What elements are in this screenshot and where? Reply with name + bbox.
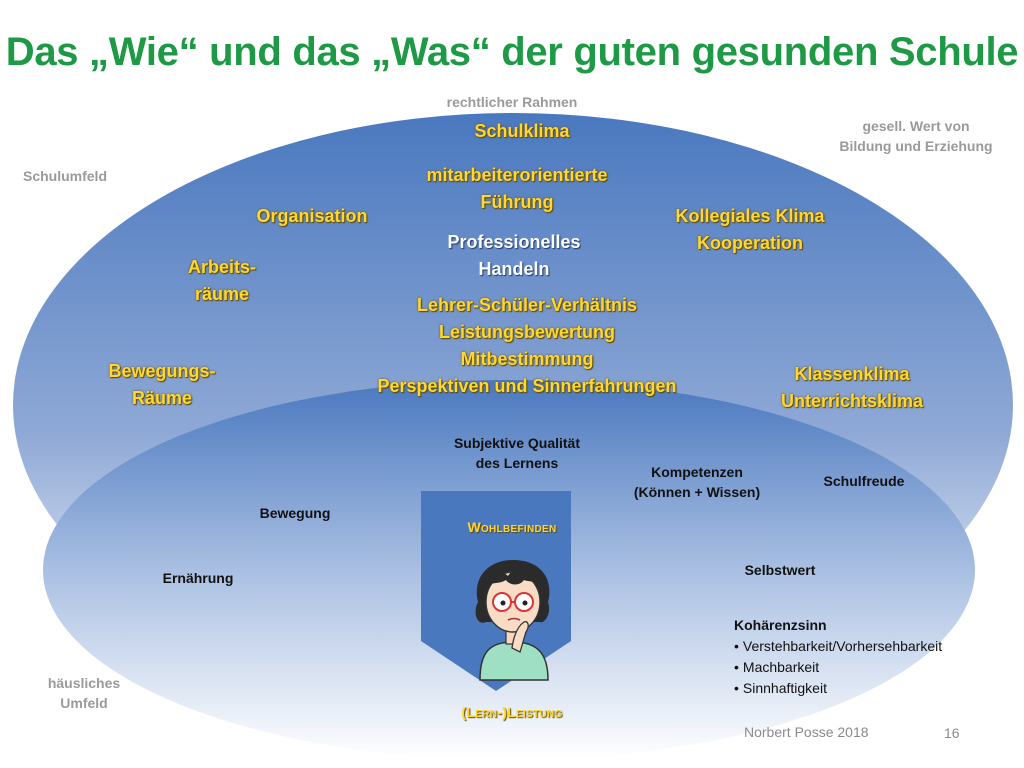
school-environment-label: Schulumfeld (22, 168, 107, 184)
leadership-label: mitarbeiterorientierte Führung (426, 165, 608, 212)
nutrition-label: Ernährung (162, 570, 234, 586)
collegial-climate-label: Kollegiales Klima Kooperation (675, 206, 825, 253)
learning-quality-label: Subjektive Qualität des Lernens (453, 435, 581, 471)
list-item: Verstehbarkeit/Vorhersehbarkeit (734, 636, 994, 657)
organisation-label: Organisation (256, 206, 368, 226)
performance-label: (Lern-)Leistung (461, 704, 563, 720)
social-value-label: gesell. Wert von Bildung und Erziehung (839, 118, 993, 154)
figure-hand (511, 620, 529, 653)
page-number: 16 (944, 725, 960, 741)
self-worth-label: Selbstwert (744, 562, 816, 578)
figure-fringe (486, 570, 542, 588)
movement-label: Bewegung (259, 505, 331, 521)
coherence-list: Verstehbarkeit/Vorhersehbarkeit Machbark… (734, 636, 994, 699)
professional-action-label: Professionelles Handeln (447, 232, 581, 279)
movement-rooms-label: Bewegungs- Räume (108, 361, 216, 408)
coherence-block: Kohärenzsinn Verstehbarkeit/Vorhersehbar… (734, 615, 994, 699)
page-title: Das „Wie“ und das „Was“ der guten gesund… (5, 30, 1019, 74)
figure-eye-left (500, 600, 506, 606)
competences-label: Kompetenzen (Können + Wissen) (633, 464, 761, 500)
legal-frame-label: rechtlicher Rahmen (446, 94, 578, 110)
home-environment-label: häusliches Umfeld (47, 675, 121, 711)
list-item: Machbarkeit (734, 657, 994, 678)
figure-mouth (507, 617, 521, 621)
relations-label: Lehrer-Schüler-Verhältnis Leistungsbewer… (377, 295, 677, 396)
school-joy-label: Schulfreude (823, 473, 905, 489)
author-credit: Norbert Posse 2018 (744, 724, 869, 740)
coherence-heading: Kohärenzsinn (734, 617, 827, 633)
class-climate-label: Klassenklima Unterrichtsklima (780, 364, 924, 411)
list-item: Sinnhaftigkeit (734, 678, 994, 699)
wellbeing-label: Wohlbefinden (467, 519, 557, 535)
figure-eye-right (522, 600, 528, 606)
thinking-child-illustration (475, 560, 550, 681)
workrooms-label: Arbeits- räume (187, 257, 256, 304)
school-climate-label: Schulklima (474, 121, 570, 141)
